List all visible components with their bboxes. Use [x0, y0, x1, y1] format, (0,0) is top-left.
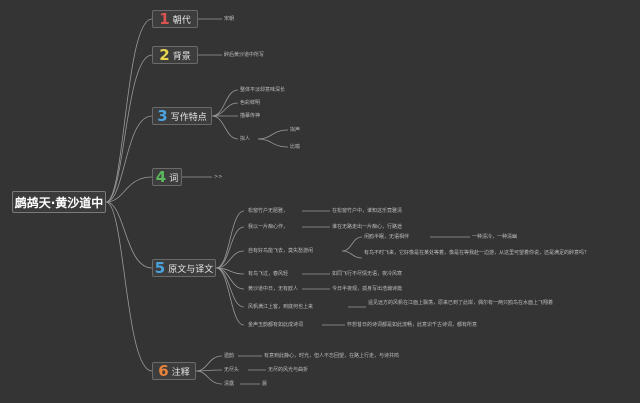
branch-original-and-translation[interactable]: 5 原文与译文: [152, 259, 216, 277]
leaf-annotation-desc[interactable]: 晨: [262, 381, 268, 387]
branch-number: 3: [157, 106, 168, 125]
branch-number: 4: [155, 167, 167, 186]
leaf-feature-sub[interactable]: 比喻: [290, 144, 301, 150]
root-node[interactable]: 鹧鸪天·黄沙道中: [12, 191, 106, 213]
leaf-translation[interactable]: 在松窗竹户中，谁知这乐竟雅清: [332, 208, 403, 214]
branch-ci[interactable]: 4 词: [152, 168, 182, 186]
leaf-translation[interactable]: 如同飞行不尽情无语，夜冷风寒: [332, 271, 403, 277]
leaf-feature[interactable]: 整体平淡却意味深长: [240, 87, 286, 93]
branch-label: 朝代: [172, 15, 191, 26]
leaf-annotation-desc[interactable]: 无尽的风光与曲折: [268, 367, 309, 373]
branch-number: 1: [159, 9, 170, 28]
leaf-verse[interactable]: 有鸟飞过，春风轻: [248, 271, 289, 277]
leaf-translation[interactable]: 闲鸥半眠，无语相伴: [364, 234, 410, 240]
leaf-ci-link[interactable]: >>: [214, 174, 223, 180]
leaf-feature[interactable]: 描摹传神: [240, 113, 261, 119]
leaf-translation[interactable]: 怀想昔日的诗词都是如此流畅，此意识千古诗词，都有所意: [347, 322, 478, 328]
leaf-verse[interactable]: 自有好鸟能飞去，莫失愁游闲: [248, 248, 314, 254]
leaf-annotation-term[interactable]: 清露: [224, 381, 235, 387]
leaf-translation[interactable]: 遥见远方的风帆在江面上飘荡，原来已到了此岸，偶尔有一两只鸥鸟在水面上飞翔着: [368, 300, 554, 306]
connector-root-b3: [105, 115, 153, 203]
leaf-annotation-term[interactable]: 无尽头: [224, 367, 240, 373]
leaf-translation[interactable]: 今日半夜观，孤身写出浩瀚诗篇: [332, 286, 403, 292]
branch-number: 5: [154, 258, 166, 277]
branch-writing-features[interactable]: 3 写作特点: [152, 107, 212, 125]
leaf-translation-sub[interactable]: 一种清冷，一种清幽: [472, 234, 518, 240]
branch-dynasty[interactable]: 1 朝代: [152, 10, 198, 28]
leaf-translation[interactable]: 有鸟不时飞来，它好像是在某处等着，像是在等我赴一边游，从这里可望着你说，还是满足…: [364, 250, 590, 256]
leaf-verse[interactable]: 黄沙道中日，无有欧人: [248, 286, 299, 292]
connector-root-b5: [105, 201, 153, 269]
leaf-verse[interactable]: 松窗竹户无陋雅，: [248, 208, 289, 214]
leaf-feature[interactable]: 拟人: [240, 136, 251, 142]
branch-label: 背景: [172, 51, 191, 62]
leaf-verse[interactable]: 金声玉韵都有如此成诗词: [248, 322, 304, 328]
leaf-annotation-desc[interactable]: 有意到此静心，时光，但人不忘回望，在路上行走，与诗共鸣: [264, 353, 400, 359]
leaf-verse[interactable]: 我以一片痴心作，: [248, 224, 289, 230]
connector-root-b1: [105, 18, 153, 203]
leaf-dynasty[interactable]: 宋朝: [224, 16, 235, 22]
leaf-feature-sub[interactable]: 拟声: [290, 127, 301, 133]
branch-label: 写作特点: [170, 112, 207, 123]
branch-label: 词: [169, 173, 179, 184]
branch-label: 原文与译文: [168, 264, 214, 275]
branch-annotations[interactable]: 6 注释: [152, 362, 196, 380]
branch-label: 注释: [171, 367, 190, 378]
leaf-annotation-term[interactable]: 遗韵: [224, 353, 235, 359]
connector-root-b2: [105, 54, 153, 203]
connector-root-b6: [105, 201, 153, 372]
branch-number: 6: [158, 361, 169, 380]
leaf-feature[interactable]: 色彩鲜明: [240, 100, 261, 106]
branch-number: 2: [159, 45, 170, 64]
leaf-background[interactable]: 醉后黄沙道中所写: [224, 52, 265, 58]
connector-root-b4: [105, 176, 153, 203]
leaf-translation[interactable]: 谁在无路走出一片痴心，行路途: [332, 224, 403, 230]
leaf-verse[interactable]: 风帆满江上客，到底何也上来: [248, 304, 314, 310]
branch-background[interactable]: 2 背景: [152, 46, 198, 64]
